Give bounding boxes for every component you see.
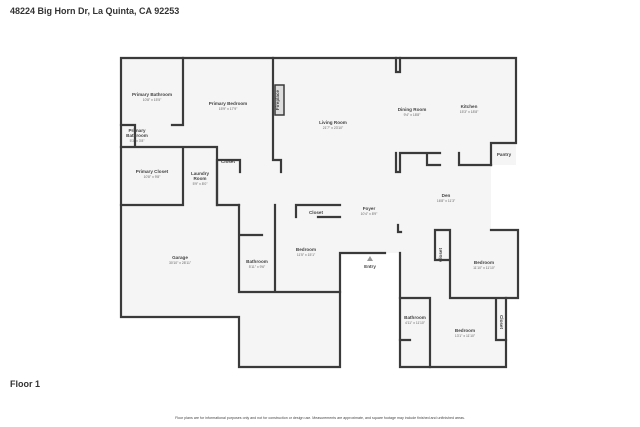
room-dim: 15'3" x 18'8" <box>460 110 479 114</box>
room-dim: 9'4" x 18'8" <box>404 113 422 117</box>
room-name: Living Room <box>319 120 347 125</box>
room-dim: 30'10" x 28'11" <box>169 261 192 265</box>
closet-label: Closet <box>309 210 324 215</box>
room-dim: 10'4" x 8'9" <box>361 212 379 216</box>
room-name: Kitchen <box>461 104 478 109</box>
room-name: Bathroom <box>246 259 268 264</box>
room-name: Laundry <box>191 171 210 176</box>
room-dim: 5'9" x 8'0" <box>193 182 209 186</box>
room-dim: 16'8" x 11'3" <box>437 199 456 203</box>
disclaimer: Floor plans are for informational purpos… <box>175 416 465 420</box>
room-name: Primary <box>128 128 146 133</box>
closet-label: Closet <box>499 315 504 330</box>
floor-area <box>121 58 518 367</box>
room-name: Primary Bathroom <box>132 92 172 97</box>
room-dim: 10'8" x 15'5" <box>143 98 162 102</box>
pantry-label: Pantry <box>497 152 512 157</box>
closet-label: Closet <box>221 159 236 164</box>
room-name: Dining Room <box>398 107 427 112</box>
room-name: Foyer <box>363 206 376 211</box>
room-dim: 5'11" x 9'6" <box>249 265 266 269</box>
room-name: Room <box>193 176 206 181</box>
entry-arrow-icon <box>367 256 373 261</box>
room-name: Bedroom <box>455 328 475 333</box>
room-dim: 4'11" x 11'10" <box>405 321 426 325</box>
room-name: Bathroom <box>126 133 148 138</box>
walls <box>119 56 520 369</box>
room-dim: 5'3" x 3'8" <box>130 139 146 143</box>
fireplace <box>274 84 285 116</box>
room-dim: 13'1" x 11'10" <box>455 334 476 338</box>
fireplace-label: Fireplace <box>275 89 280 110</box>
room-name: Bathroom <box>404 315 426 320</box>
room-dim: 11'10" x 11'10" <box>473 266 496 270</box>
entry-label: Entry <box>364 264 376 269</box>
room-name: Garage <box>172 255 188 260</box>
property-address: 48224 Big Horn Dr, La Quinta, CA 92253 <box>10 6 180 16</box>
room-dim: 11'5" x 15'1" <box>297 253 316 257</box>
room-labels: Primary Bathroom 10'8" x 15'5" Primary B… <box>126 92 511 338</box>
room-name: Bedroom <box>474 260 494 265</box>
room-dim: 15'9" x 17'9" <box>219 107 238 111</box>
room-name: Bedroom <box>296 247 316 252</box>
room-dim: 10'8" x 9'8" <box>144 175 162 179</box>
floor-label: Floor 1 <box>10 379 41 389</box>
room-name: Den <box>442 193 451 198</box>
room-name: Primary Closet <box>136 169 169 174</box>
room-dim: 21'7" x 23'10" <box>323 126 344 130</box>
room-name: Primary Bedroom <box>209 101 248 106</box>
closet-label: Closet <box>438 248 443 263</box>
